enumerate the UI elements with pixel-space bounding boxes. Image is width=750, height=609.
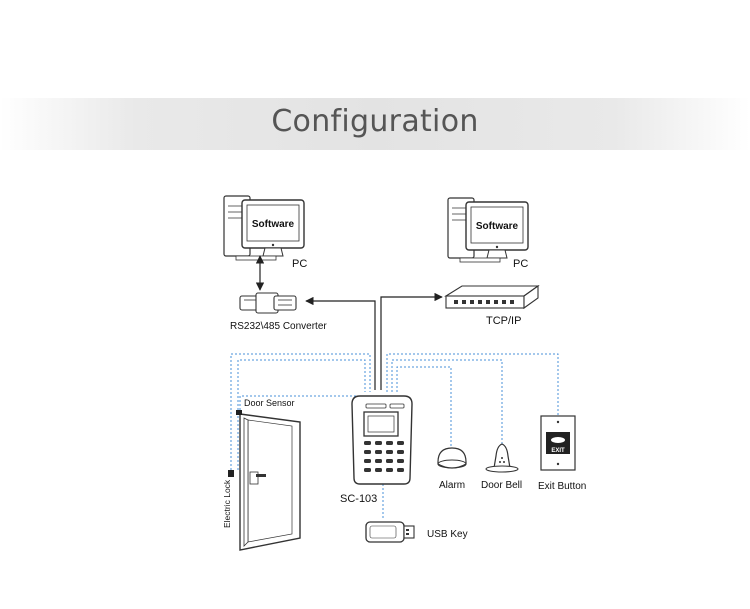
device-tcpip-link <box>380 292 443 390</box>
page-title: Configuration <box>271 104 479 139</box>
electric-lock-label: Electric Lock <box>222 479 232 528</box>
alarm-label: Alarm <box>439 480 465 491</box>
converter-device <box>239 292 297 314</box>
alarm <box>437 447 467 469</box>
door-sensor-label: Door Sensor <box>244 398 295 408</box>
door-bell-label: Door Bell <box>481 480 522 491</box>
tcpip-label: TCP/IP <box>486 315 521 327</box>
pc-right-label: PC <box>513 258 528 270</box>
software-left-label: Software <box>252 219 295 230</box>
exit-button <box>540 415 576 471</box>
device-label: SC-103 <box>340 493 377 505</box>
device-converter-link <box>305 296 376 390</box>
converter-label: RS232\485 Converter <box>230 321 327 332</box>
software-right-label: Software <box>476 221 519 232</box>
usb-key <box>365 521 415 543</box>
title-banner <box>0 98 750 150</box>
sc103-device <box>351 395 413 485</box>
pc-left-label: PC <box>292 258 307 270</box>
door <box>228 410 301 551</box>
pc-right <box>447 197 529 263</box>
exit-button-text: EXIT <box>551 448 565 454</box>
dotted-wires <box>230 353 559 518</box>
pc-left <box>223 195 305 261</box>
tcpip-switch <box>444 284 540 310</box>
door-bell <box>485 443 519 473</box>
exit-button-label: Exit Button <box>538 481 586 492</box>
usb-key-label: USB Key <box>427 529 468 540</box>
